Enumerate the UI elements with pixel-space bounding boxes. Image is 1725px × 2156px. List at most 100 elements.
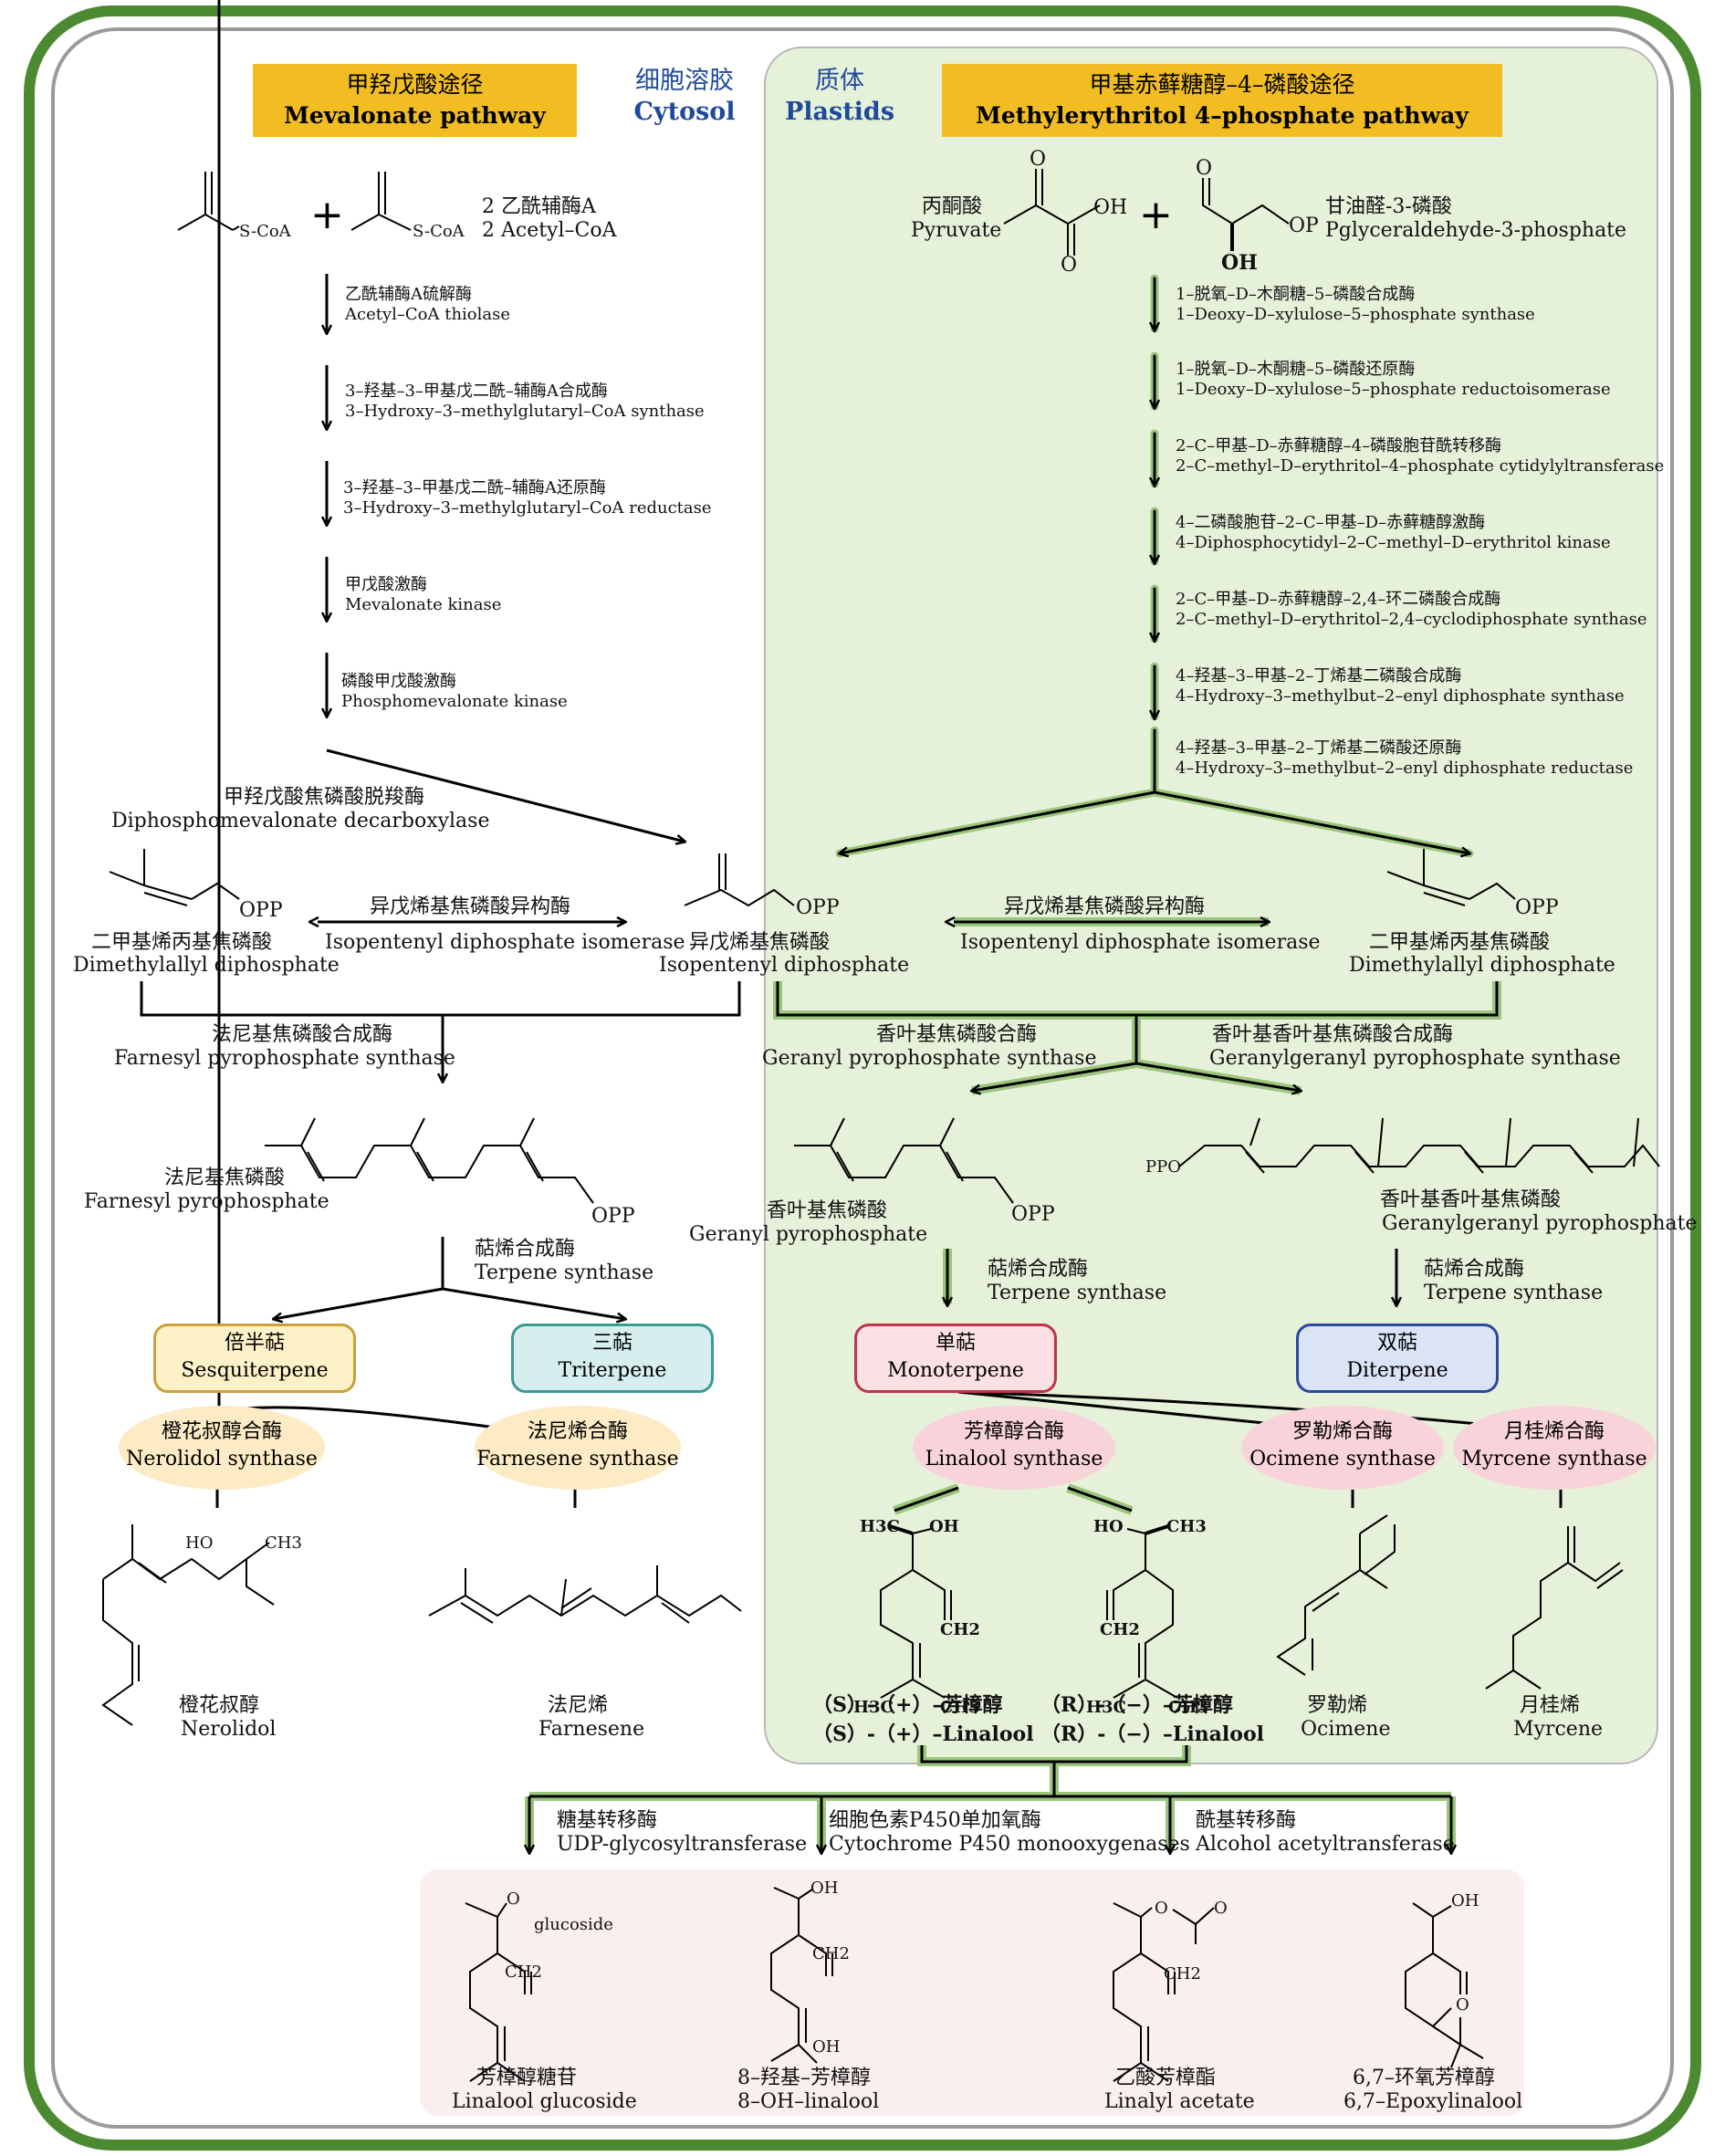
gpps-zh: 香叶基焦磷酸合酶 — [876, 1023, 1038, 1046]
glucoside-zh: 芳樟醇糖苷 — [476, 2067, 578, 2089]
acetate-o: O — [1155, 1899, 1168, 1918]
nerolidol-zh: 橙花叔醇 — [179, 1694, 260, 1717]
mep-header: 甲基赤藓糖醇–4–磷酸途径 Methylerythritol 4–phospha… — [942, 64, 1502, 137]
g3p-structure — [1202, 178, 1290, 251]
monoterpene-en: Monoterpene — [887, 1359, 1024, 1382]
g3p-o: O — [1196, 157, 1213, 180]
r-linalool-ch3-2: CH3 — [1168, 1698, 1208, 1717]
mva-header-en: Mevalonate pathway — [284, 102, 546, 129]
outer-frame — [24, 5, 1701, 2151]
r-linalool-structure — [1106, 1524, 1178, 1699]
p450-zh: 细胞色素P450单加氧酶 — [829, 1809, 1041, 1832]
ocimene-synthase-zh: 罗勒烯合酶 — [1291, 1420, 1393, 1443]
r-linalool-ho: HO — [1093, 1517, 1124, 1536]
s-linalool-h3c2: H3C — [853, 1698, 894, 1717]
glucoside-o: O — [507, 1889, 520, 1909]
mep-step-1-zh: 1–脱氧–D–木酮糖–5–磷酸合成酶 — [1176, 285, 1416, 304]
s-linalool-zh: （S）-（+）–芳樟醇 — [812, 1693, 1003, 1717]
isomerase-right-zh: 异戊烯基焦磷酸异构酶 — [1004, 895, 1206, 918]
pyruvate-o2: O — [1061, 254, 1078, 277]
g3p-op: OP — [1289, 215, 1319, 237]
cytosol-label: 细胞溶胶 Cytosol — [612, 66, 758, 128]
myrcene-structure — [1485, 1526, 1624, 1690]
sesquiterpene-zh: 倍半萜 — [224, 1332, 285, 1355]
oh8-oh2: OH — [812, 2037, 841, 2057]
pyruvate-o: O — [1030, 148, 1047, 171]
fpp-terpene-split — [274, 1237, 625, 1319]
mva-arrows — [327, 274, 685, 842]
mva-step-4-zh: 甲戊酸激酶 — [345, 575, 427, 594]
oh-linalool-structure — [770, 1887, 833, 2064]
ocimene-synthase-en: Ocimene synthase — [1249, 1448, 1436, 1470]
gpp-zh: 香叶基焦磷酸 — [767, 1199, 888, 1222]
linalool-synthase-zh: 芳樟醇合酶 — [963, 1420, 1064, 1443]
nerolidol-en: Nerolidol — [181, 1718, 277, 1741]
plastids-zh: 质体 — [815, 67, 864, 95]
ugt-en: UDP-glycosyltransferase — [557, 1833, 808, 1856]
cytosol-en: Cytosol — [633, 98, 736, 126]
mep-step-4-en: 4–Diphosphocytidyl–2–C–methyl–D–erythrit… — [1176, 533, 1611, 552]
diterpene-en: Diterpene — [1346, 1359, 1448, 1382]
myrcene-synthase-en: Myrcene synthase — [1461, 1448, 1647, 1470]
fpps-bracket — [140, 981, 741, 1082]
opp-label-4: OPP — [591, 1205, 635, 1228]
ocimene-synthase-ellipse: 罗勒烯合酶 Ocimene synthase — [1241, 1406, 1444, 1490]
ggpps-zh: 香叶基香叶基焦磷酸合成酶 — [1212, 1023, 1454, 1046]
opp-label-5: OPP — [1011, 1203, 1055, 1226]
myrcene-synthase-ellipse: 月桂烯合酶 Myrcene synthase — [1453, 1406, 1656, 1490]
farnesene-en: Farnesene — [538, 1718, 645, 1741]
mep-step-2-zh: 1–脱氧–D–木酮糖–5–磷酸还原酶 — [1176, 360, 1416, 379]
dmapp-left-zh: 二甲基烯丙基焦磷酸 — [91, 931, 273, 954]
mep-step-1-en: 1–Deoxy–D–xylulose–5–phosphate synthase — [1176, 305, 1535, 324]
class-connectors — [215, 0, 1563, 1508]
mva-step-1-zh: 乙酰辅酶A硫解酶 — [345, 285, 472, 304]
aat-zh: 酰基转移酶 — [1196, 1809, 1297, 1832]
ggpps-en: Geranylgeranyl pyrophosphate synthase — [1209, 1047, 1621, 1070]
glucoside-en: Linalool glucoside — [452, 2090, 637, 2113]
sesquiterpene-en: Sesquiterpene — [181, 1359, 329, 1382]
triterpene-zh: 三萜 — [591, 1332, 632, 1355]
s-linalool-structure — [880, 1524, 952, 1699]
monoterpene-zh: 单萜 — [935, 1332, 976, 1355]
glucoside-label: glucoside — [534, 1915, 613, 1934]
modification-arrows — [529, 1745, 1451, 1853]
ipp-structure — [684, 853, 795, 907]
acetyl-coa-structure-2 — [350, 172, 412, 231]
diterpene-zh: 双萜 — [1376, 1332, 1417, 1355]
pyruvate-zh: 丙酮酸 — [922, 195, 983, 218]
mva-step-2-zh: 3–羟基–3–甲基戊二酰–辅酶A合成酶 — [345, 382, 608, 401]
farnesene-structure — [428, 1565, 742, 1624]
isomerase-left-zh: 异戊烯基焦磷酸异构酶 — [370, 895, 571, 918]
glucoside-ch2: CH2 — [505, 1962, 542, 1982]
oh8-en: 8–OH–linalool — [737, 2090, 880, 2113]
decarboxylase-zh: 甲羟戊酸焦磷酸脱羧酶 — [224, 786, 425, 809]
p450-en: Cytochrome P450 monooxygenases — [829, 1833, 1190, 1856]
dmapp-structure-right — [1386, 849, 1516, 906]
mep-step-5-en: 2–C–methyl–D–erythritol–2,4–cyclodiphosp… — [1176, 610, 1647, 629]
opp-label-2: OPP — [796, 896, 840, 919]
triterpene-en: Triterpene — [558, 1359, 667, 1382]
epoxylinalool-structure — [1405, 1902, 1484, 2068]
acetyl-coa-structure-1 — [177, 172, 240, 231]
mep-step-3-zh: 2–C–甲基–D–赤藓糖醇–4–磷酸胞苷酰转移酶 — [1176, 436, 1502, 455]
oh8-ch2: CH2 — [812, 1944, 850, 1963]
ts-1-en: Terpene synthase — [475, 1261, 654, 1284]
nerolidol-ho: HO — [185, 1533, 214, 1553]
mva-header-zh: 甲羟戊酸途径 — [346, 71, 484, 98]
plastids-label: 质体 Plastids — [771, 66, 908, 128]
gpp-en: Geranyl pyrophosphate — [689, 1223, 928, 1246]
farnesene-synthase-en: Farnesene synthase — [476, 1448, 679, 1470]
pyruvate-oh: OH — [1093, 196, 1128, 219]
derivatives-region — [420, 1869, 1524, 2116]
aat-en: Alcohol acetyltransferase — [1196, 1833, 1455, 1856]
mep-step-7-en: 4–Hydroxy–3–methylbut–2–enyl diphosphate… — [1176, 759, 1634, 778]
s-linalool-en: （S）-（+）–Linalool — [812, 1722, 1034, 1746]
ipp-zh: 异戊烯基焦磷酸 — [689, 931, 831, 954]
oh8-oh: OH — [810, 1879, 839, 1898]
ugt-zh: 糖基转移酶 — [557, 1809, 658, 1832]
ts-3-zh: 萜烯合成酶 — [1424, 1258, 1525, 1281]
mep-step-3-en: 2–C–methyl–D–erythritol–4–phosphate cyti… — [1176, 456, 1665, 476]
mva-step-1-en: Acetyl–CoA thiolase — [345, 305, 511, 324]
ts-2-en: Terpene synthase — [988, 1282, 1167, 1304]
